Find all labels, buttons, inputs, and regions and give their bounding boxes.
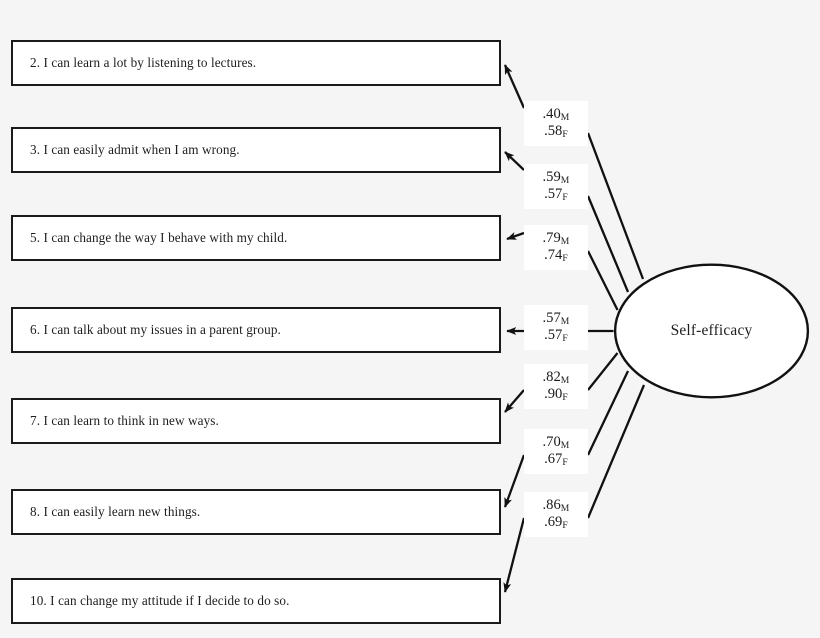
loading-male: .86M — [542, 497, 570, 514]
indicator-label: 7. I can learn to think in new ways. — [30, 413, 219, 428]
indicator-box-item-10[interactable]: 10. I can change my attitude if I decide… — [11, 578, 501, 624]
loading-female: .57F — [544, 186, 568, 203]
indicator-box-item-8[interactable]: 8. I can easily learn new things. — [11, 489, 501, 535]
latent-factor-label: Self-efficacy — [670, 322, 753, 339]
indicator-label: 5. I can change the way I behave with my… — [30, 230, 288, 245]
loading-label-item-10: .86M .69F — [524, 492, 588, 538]
loading-female: .90F — [544, 386, 568, 403]
loading-male: .40M — [542, 106, 570, 123]
latent-factor-ellipse[interactable]: Self-efficacy — [613, 263, 810, 399]
indicator-box-item-3[interactable]: 3. I can easily admit when I am wrong. — [11, 127, 501, 173]
loading-label-item-5: .79M .74F — [524, 225, 588, 271]
loading-label-item-2: .40M .58F — [524, 101, 588, 147]
loading-male: .57M — [542, 310, 570, 327]
loading-female: .69F — [544, 514, 568, 531]
loading-female: .74F — [544, 247, 568, 264]
loading-female: .58F — [544, 123, 568, 140]
indicator-label: 2. I can learn a lot by listening to lec… — [30, 55, 257, 70]
indicator-box-item-5[interactable]: 5. I can change the way I behave with my… — [11, 215, 501, 261]
indicator-box-item-6[interactable]: 6. I can talk about my issues in a paren… — [11, 307, 501, 353]
loading-male: .82M — [542, 369, 570, 386]
indicator-box-item-2[interactable]: 2. I can learn a lot by listening to lec… — [11, 40, 501, 86]
indicator-label: 8. I can easily learn new things. — [30, 504, 201, 519]
loading-male: .70M — [542, 434, 570, 451]
loading-label-item-8: .70M .67F — [524, 429, 588, 475]
indicator-box-item-7[interactable]: 7. I can learn to think in new ways. — [11, 398, 501, 444]
indicator-label: 10. I can change my attitude if I decide… — [30, 593, 290, 608]
loading-label-item-6: .57M .57F — [524, 305, 588, 351]
loading-label-item-7: .82M .90F — [524, 364, 588, 410]
indicator-label: 3. I can easily admit when I am wrong. — [30, 142, 240, 157]
loading-female: .57F — [544, 327, 568, 344]
loading-male: .79M — [542, 230, 570, 247]
indicator-label: 6. I can talk about my issues in a paren… — [30, 322, 281, 337]
loading-label-item-3: .59M .57F — [524, 164, 588, 210]
ellipse-shape — [613, 263, 810, 399]
loading-male: .59M — [542, 169, 570, 186]
loading-female: .67F — [544, 451, 568, 468]
